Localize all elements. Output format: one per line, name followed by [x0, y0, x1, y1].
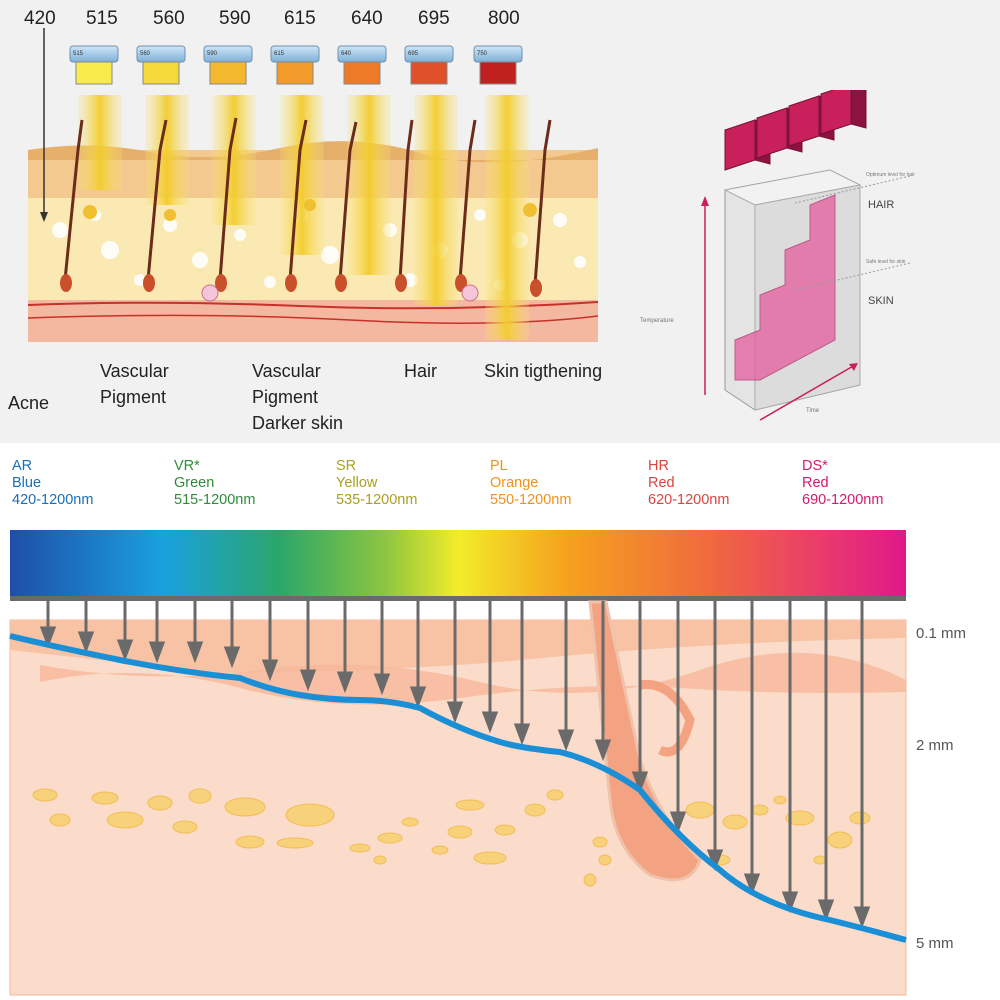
filter-color: Yellow [336, 475, 378, 491]
filter-code: AR [12, 458, 33, 474]
filter-tag: 560 [140, 51, 151, 57]
filter-code: SR [336, 458, 357, 474]
treatment-line: Pigment [252, 387, 319, 407]
hair-level-label: HAIR [868, 199, 894, 211]
wavelength-label: 590 [219, 8, 251, 29]
filter-tag: 750 [477, 51, 488, 57]
skin-level-label: SKIN [868, 295, 894, 307]
wavelength-label: 640 [351, 8, 383, 29]
treatment-line: Pigment [100, 387, 167, 407]
filter-tag: 515 [73, 51, 84, 57]
treatment-skin-tightening: Skin tigthening [484, 361, 603, 381]
filter-range: 515-1200nm [174, 492, 256, 508]
ipl-treatment-panel: 420 515 560 590 615 640 695 800 [0, 0, 1000, 443]
filter-range: 550-1200nm [490, 492, 572, 508]
wavelength-label: 800 [488, 8, 520, 29]
filter-code: VR* [174, 458, 200, 474]
filter-color: Red [648, 475, 675, 491]
wavelength-label: 420 [24, 8, 56, 29]
filter-tag: 695 [408, 51, 419, 57]
wavelength-label: 515 [86, 8, 118, 29]
treatment-vascular-pigment-darker: Vascular Pigment Darker skin [252, 358, 343, 436]
penetration-depth-curve [9, 633, 907, 943]
filter-label-ar: AR Blue 420-1200nm [12, 458, 93, 509]
thermal-pulse-diagram: HAIR SKIN Optimum level for hair Safe le… [640, 90, 915, 421]
wavelength-label: 615 [284, 8, 316, 29]
filter-label-vr: VR* Green 515-1200nm [174, 458, 255, 509]
optimum-level-note: Optimum level for hair [866, 172, 915, 178]
filter-color: Orange [490, 475, 539, 491]
filter-label-ds: DS* Red 690-1200nm [802, 458, 883, 509]
spectrum-bar [10, 530, 906, 596]
filter-color: Green [174, 475, 215, 491]
filter-color: Red [802, 475, 829, 491]
treatment-acne: Acne [8, 393, 50, 413]
depth-label: 0.1 mm [916, 625, 967, 642]
time-axis-label: Time [806, 408, 820, 414]
filter-color: Blue [12, 475, 42, 491]
filter-code: HR [648, 458, 669, 474]
wavelength-label: 560 [153, 8, 185, 29]
filter-cartridges: 515 560 590 615 640 695 750 [69, 45, 523, 85]
filter-label-hr: HR Red 620-1200nm [648, 458, 729, 509]
filter-range: 620-1200nm [648, 492, 730, 508]
treatment-line: Vascular [100, 361, 169, 381]
filter-tag: 615 [274, 51, 285, 57]
penetration-depth-diagram [9, 530, 907, 996]
filter-tag: 590 [207, 51, 218, 57]
safe-level-note: Safe level for skin [866, 259, 906, 265]
treatment-hair: Hair [404, 361, 438, 381]
treatment-line: Vascular [252, 361, 321, 381]
filter-tag: 640 [341, 51, 352, 57]
treatment-vascular-pigment: Vascular Pigment [100, 358, 169, 410]
filter-range: 690-1200nm [802, 492, 884, 508]
depth-label: 2 mm [916, 737, 954, 754]
filter-code: PL [490, 458, 508, 474]
depth-label: 5 mm [916, 935, 954, 952]
filter-range: 420-1200nm [12, 492, 94, 508]
filter-label-sr: SR Yellow 535-1200nm [336, 458, 417, 509]
treatment-line: Darker skin [252, 413, 344, 433]
filter-code: DS* [802, 458, 828, 474]
wavelength-label: 695 [418, 8, 450, 29]
filter-range: 535-1200nm [336, 492, 418, 508]
skin-cross-section-illustration [27, 28, 599, 342]
temperature-axis-label: Temperature [640, 318, 674, 324]
filter-label-pl: PL Orange 550-1200nm [490, 458, 571, 509]
